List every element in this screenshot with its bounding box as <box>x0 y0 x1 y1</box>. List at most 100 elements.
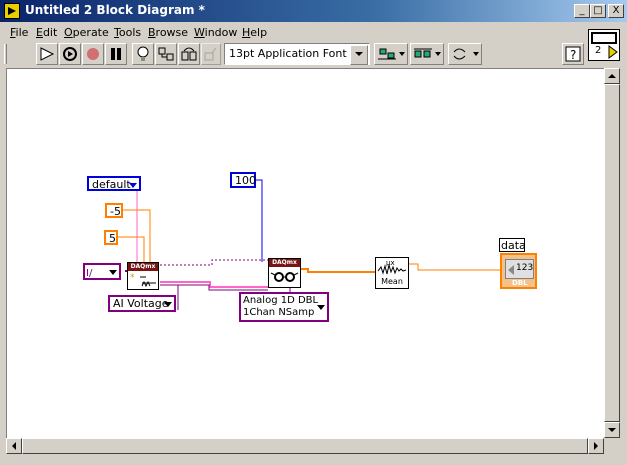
scroll-right-button[interactable] <box>588 438 604 454</box>
step-out-button[interactable] <box>201 43 221 65</box>
read-glasses-icon <box>270 272 299 282</box>
daqmx-read-header: DAQmx <box>269 259 300 267</box>
read-type-line2: 1Chan NSamp <box>243 307 315 318</box>
svg-text:µx: µx <box>386 259 395 267</box>
align-objects-icon <box>378 48 405 60</box>
horizontal-scroll-thumb[interactable] <box>22 438 588 454</box>
arrow-up-icon <box>608 74 616 78</box>
arrow-left-icon <box>12 442 16 450</box>
create-channel-icon: * <box>130 273 156 288</box>
vertical-scrollbar[interactable] <box>604 68 620 438</box>
ai-voltage-selector[interactable]: AI Voltage <box>108 295 176 312</box>
indicator-display: 123 <box>505 259 534 279</box>
scroll-up-button[interactable] <box>604 68 620 84</box>
max-value-wire[interactable] <box>117 236 145 262</box>
samples-wire[interactable] <box>256 179 263 262</box>
svg-text:?: ? <box>570 48 576 62</box>
horizontal-scrollbar[interactable] <box>6 438 604 454</box>
ai-voltage-value: AI Voltage <box>113 297 169 310</box>
mean-label: Mean <box>381 277 403 286</box>
physical-channel-constant[interactable]: default <box>87 176 141 191</box>
distribute-objects-icon <box>414 48 441 58</box>
chevron-down-icon[interactable] <box>164 302 172 307</box>
chevron-down-icon[interactable] <box>350 45 368 65</box>
mean-waveform-icon: µx <box>377 259 407 275</box>
menu-bar: File Edit Operate Tools Browse Window He… <box>0 22 627 42</box>
abort-stop-icon <box>87 48 99 60</box>
menu-edit[interactable]: Edit <box>36 26 58 39</box>
lightbulb-icon <box>137 46 149 61</box>
run-continuously-icon <box>63 47 77 61</box>
font-select[interactable]: 13pt Application Font <box>224 43 370 65</box>
samples-constant[interactable]: 100 <box>230 172 256 188</box>
arrow-right-icon <box>594 442 598 450</box>
run-button[interactable] <box>36 43 58 65</box>
io-channel-icon: I/ <box>86 268 117 279</box>
step-over-button[interactable] <box>178 43 200 65</box>
error-wire-inner[interactable] <box>160 284 268 291</box>
help-question-icon: ? <box>565 46 581 62</box>
indicator-label[interactable]: data <box>499 238 526 252</box>
min-value-wire[interactable] <box>121 209 151 262</box>
daqmx-read-vi[interactable]: DAQmx <box>268 258 301 288</box>
minimize-button[interactable]: _ <box>574 4 590 18</box>
task-channel-constant[interactable]: I/ <box>83 263 121 280</box>
step-over-icon <box>181 47 197 61</box>
run-continuously-button[interactable] <box>59 43 81 65</box>
pause-button[interactable] <box>105 43 127 65</box>
read-type-selector[interactable]: Analog 1D DBL 1Chan NSamp <box>239 292 329 322</box>
daqmx-create-channel-header: DAQmx <box>128 263 158 271</box>
mean-output-wire[interactable] <box>409 263 500 271</box>
menu-help[interactable]: Help <box>242 26 268 39</box>
step-into-button[interactable] <box>155 43 177 65</box>
menu-window[interactable]: Window <box>194 26 238 39</box>
align-objects-button[interactable] <box>374 43 408 65</box>
reorder-icon <box>453 48 479 60</box>
svg-text:I/: I/ <box>86 268 93 279</box>
maximize-button[interactable]: □ <box>590 4 606 18</box>
font-select-value: 13pt Application Font <box>229 47 347 60</box>
highlight-execution-button[interactable] <box>132 43 154 65</box>
menu-file[interactable]: File <box>10 26 29 39</box>
vi-icon-number: 2 <box>595 45 602 56</box>
min-value-constant[interactable]: -5 <box>105 203 123 218</box>
indicator-type: DBL <box>512 279 528 287</box>
step-out-icon <box>204 47 217 61</box>
daqmx-create-channel-vi[interactable]: DAQmx * <box>127 262 159 290</box>
step-into-icon <box>158 47 174 61</box>
data-indicator-terminal[interactable]: 123 DBL <box>500 253 537 289</box>
vertical-scroll-thumb[interactable] <box>604 84 620 422</box>
error-wire[interactable] <box>160 281 268 288</box>
task-wire-top[interactable] <box>160 259 270 266</box>
chevron-down-icon[interactable] <box>129 183 137 188</box>
pause-icon <box>111 48 121 60</box>
chevron-down-icon[interactable] <box>317 305 325 310</box>
indicator-arrow-icon <box>508 265 514 275</box>
menu-browse[interactable]: Browse <box>148 26 189 39</box>
title-bar: Untitled 2 Block Diagram * _ □ X <box>0 0 627 22</box>
menu-tools[interactable]: Tools <box>114 26 142 39</box>
vi-icon-graphic <box>591 32 618 59</box>
scroll-down-button[interactable] <box>604 422 620 438</box>
toolbar: 13pt Application Font ? 2 <box>0 29 627 68</box>
menu-operate[interactable]: Operate <box>64 26 109 39</box>
window-title: Untitled 2 Block Diagram * <box>25 3 205 17</box>
vi-icon[interactable]: 2 <box>588 29 620 61</box>
scroll-left-button[interactable] <box>6 438 22 454</box>
read-type-line1: Analog 1D DBL <box>243 295 319 306</box>
abort-button[interactable] <box>82 43 104 65</box>
run-arrow-icon <box>40 47 55 61</box>
toolbar-grip <box>4 44 7 64</box>
close-button[interactable]: X <box>608 4 624 18</box>
distribute-objects-button[interactable] <box>410 43 444 65</box>
scrollbar-corner <box>604 438 620 454</box>
context-help-button[interactable]: ? <box>562 43 584 65</box>
max-value-constant[interactable]: 5 <box>104 230 118 245</box>
labview-app-icon[interactable] <box>4 3 20 19</box>
mean-vi[interactable]: µx Mean <box>375 257 409 289</box>
data-array-wire[interactable] <box>301 268 376 273</box>
physical-channel-value: default <box>92 178 131 191</box>
reorder-button[interactable] <box>448 43 482 65</box>
arrow-down-icon <box>608 428 616 432</box>
